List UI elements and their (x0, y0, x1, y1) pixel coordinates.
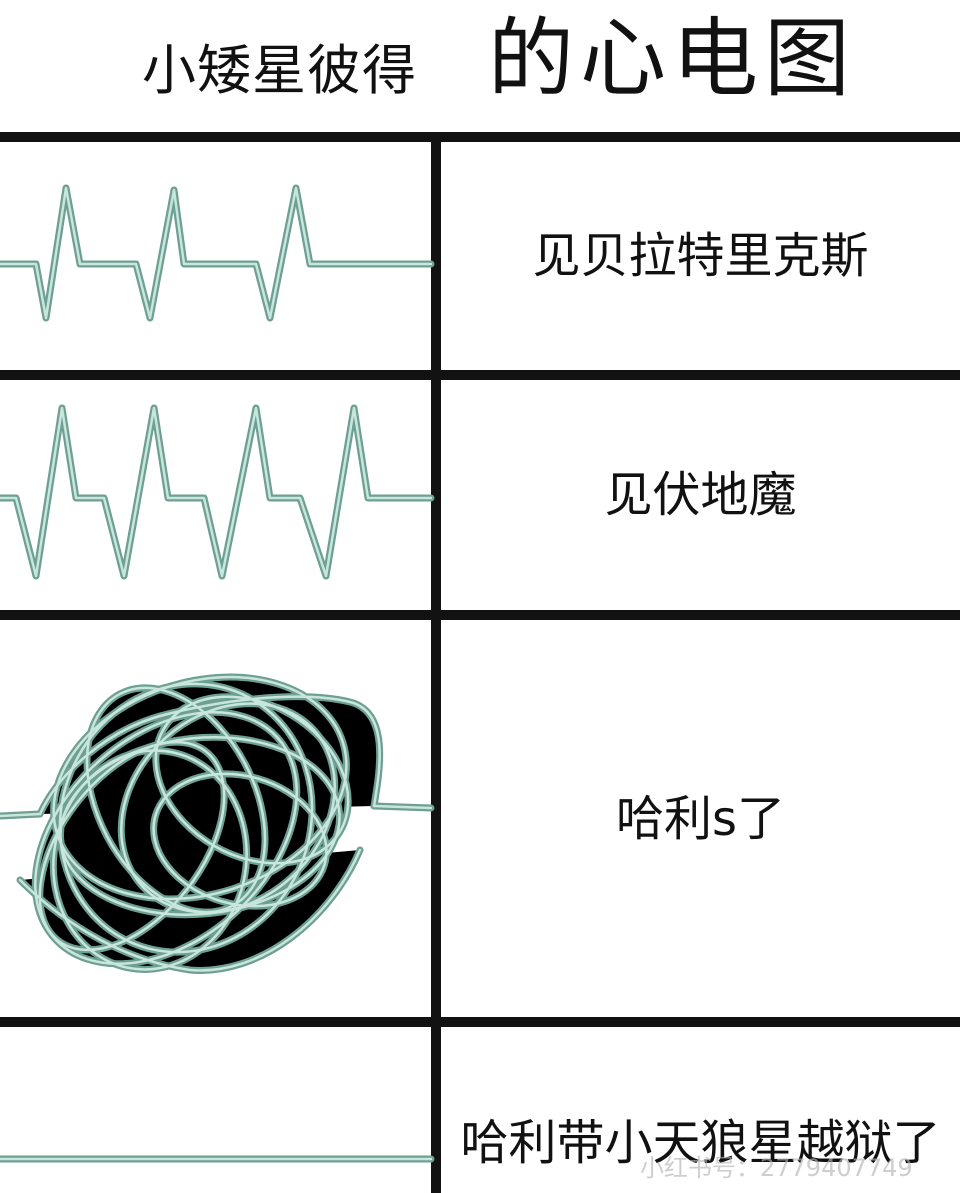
title-main: 的心电图 (488, 9, 856, 109)
title-bar: 小矮星彼得 的心电图 (0, 0, 960, 130)
row-4-label: 哈利带小天狼星越狱了 (460, 1115, 941, 1171)
row-3-label: 哈利s了 (615, 790, 785, 847)
divider-line (0, 370, 960, 380)
watermark-text: 小红书号：2779407749 (640, 1154, 913, 1182)
column-divider (431, 142, 441, 1193)
ecg-scribble-row-3 (0, 620, 431, 1017)
row-2-label: 见伏地魔 (604, 467, 797, 523)
ecg-trace-row-2 (0, 404, 435, 580)
ecg-flatline-row-4 (0, 1155, 435, 1163)
ecg-trace-row-1 (0, 184, 435, 322)
title-prefix: 小矮星彼得 (142, 39, 417, 102)
divider-line (0, 610, 960, 620)
divider-line (0, 132, 960, 142)
divider-line (0, 1017, 960, 1027)
row-1-label: 见贝拉特里克斯 (532, 228, 869, 284)
